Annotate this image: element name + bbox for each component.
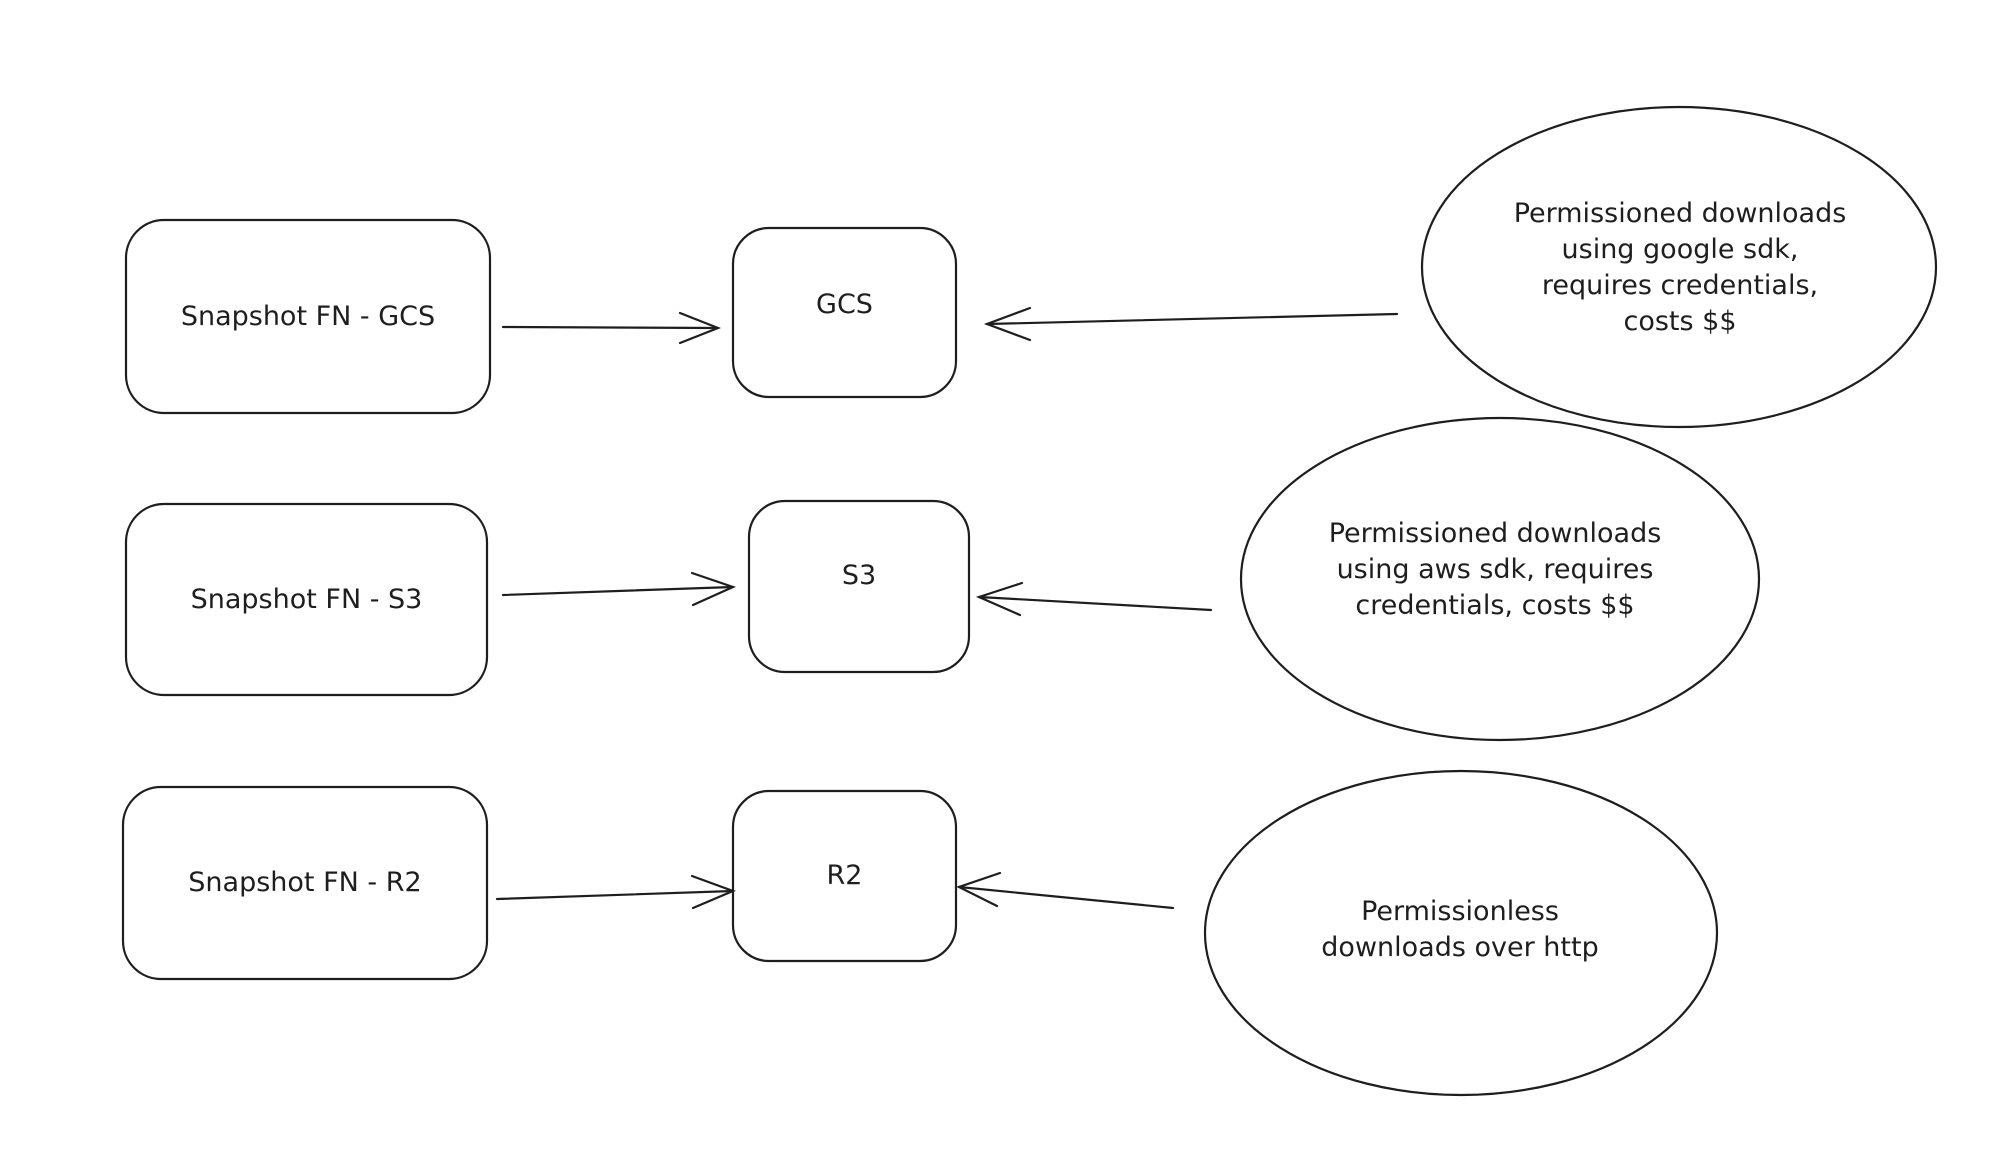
- arrow-source-to-s3: [501, 571, 736, 607]
- source-label-s3: Snapshot FN - S3: [190, 583, 423, 615]
- storage-label-gcs: GCS: [816, 288, 873, 320]
- arrow-note-to-r2: [956, 871, 1175, 910]
- arrow-note-to-gcs: [983, 306, 1399, 342]
- storage-label-s3: S3: [841, 559, 877, 591]
- note-label-gcs: Permissioned downloads using google sdk,…: [1513, 198, 1847, 337]
- arrow-source-to-gcs: [501, 311, 721, 345]
- note-label-r2: Permissionless downloads over http: [1321, 896, 1599, 963]
- arrow-note-to-s3: [975, 581, 1213, 617]
- source-box-gcs: [124, 218, 492, 415]
- note-label-s3: Permissioned downloads using aws sdk, re…: [1328, 518, 1662, 621]
- source-box-r2: [121, 785, 489, 981]
- note-ellipse-r2: [1203, 769, 1719, 1097]
- note-ellipse-gcs: [1420, 105, 1938, 429]
- storage-box-gcs: [731, 226, 958, 399]
- note-ellipse-s3: [1239, 416, 1761, 742]
- source-label-gcs: Snapshot FN - GCS: [180, 300, 436, 332]
- storage-box-s3: [747, 499, 971, 674]
- source-label-r2: Snapshot FN - R2: [188, 867, 422, 898]
- source-box-s3: [124, 502, 489, 697]
- arrow-source-to-r2: [495, 874, 736, 910]
- storage-label-r2: R2: [826, 860, 863, 891]
- storage-box-r2: [731, 789, 958, 963]
